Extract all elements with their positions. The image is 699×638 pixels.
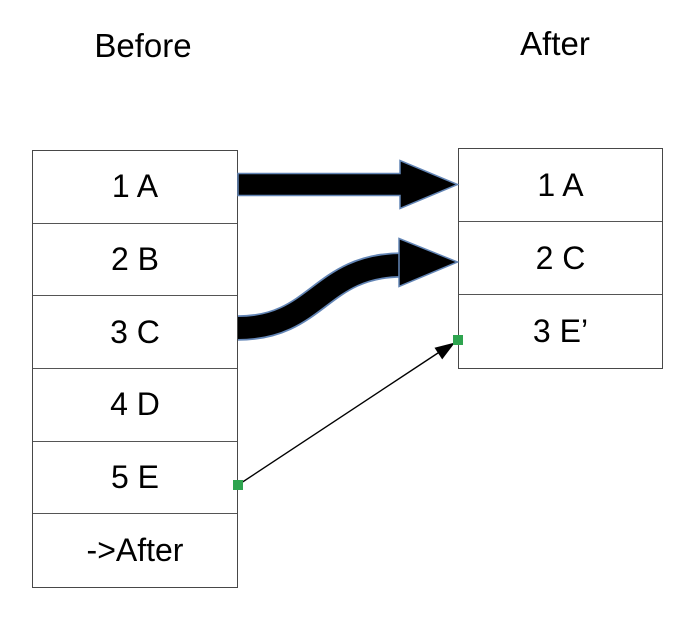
after-table-row-3[interactable]: 3 E’ xyxy=(532,313,589,349)
selection-handle-end[interactable] xyxy=(453,335,463,345)
after-table-row-1[interactable]: 1 A xyxy=(459,149,662,222)
block-arrow-s-curve-icon[interactable] xyxy=(237,254,403,339)
before-table: 1 A 2 B 3 C 4 D 5 E ->After xyxy=(32,150,238,588)
before-title[interactable]: Before xyxy=(94,27,192,64)
before-table-row-1[interactable]: 1 A xyxy=(33,151,237,224)
connector-arrowhead-icon xyxy=(434,342,455,360)
before-table-row-5[interactable]: 5 E xyxy=(33,442,237,515)
before-table-row-3[interactable]: 3 C xyxy=(33,296,237,369)
before-table-row-6[interactable]: ->After xyxy=(86,532,184,569)
after-title[interactable]: After xyxy=(520,25,590,62)
before-table-row-2[interactable]: 2 B xyxy=(33,224,237,297)
selection-handle-start[interactable] xyxy=(233,480,243,490)
after-table-row-2[interactable]: 2 C xyxy=(459,222,662,295)
after-table: 1 A 2 C 3 E’ xyxy=(458,148,663,369)
before-table-row-4[interactable]: 4 D xyxy=(33,369,237,442)
block-arrow-straight-icon[interactable] xyxy=(237,159,460,210)
block-arrow-s-curve-head-icon[interactable] xyxy=(398,237,460,288)
connector-line[interactable] xyxy=(237,348,445,486)
